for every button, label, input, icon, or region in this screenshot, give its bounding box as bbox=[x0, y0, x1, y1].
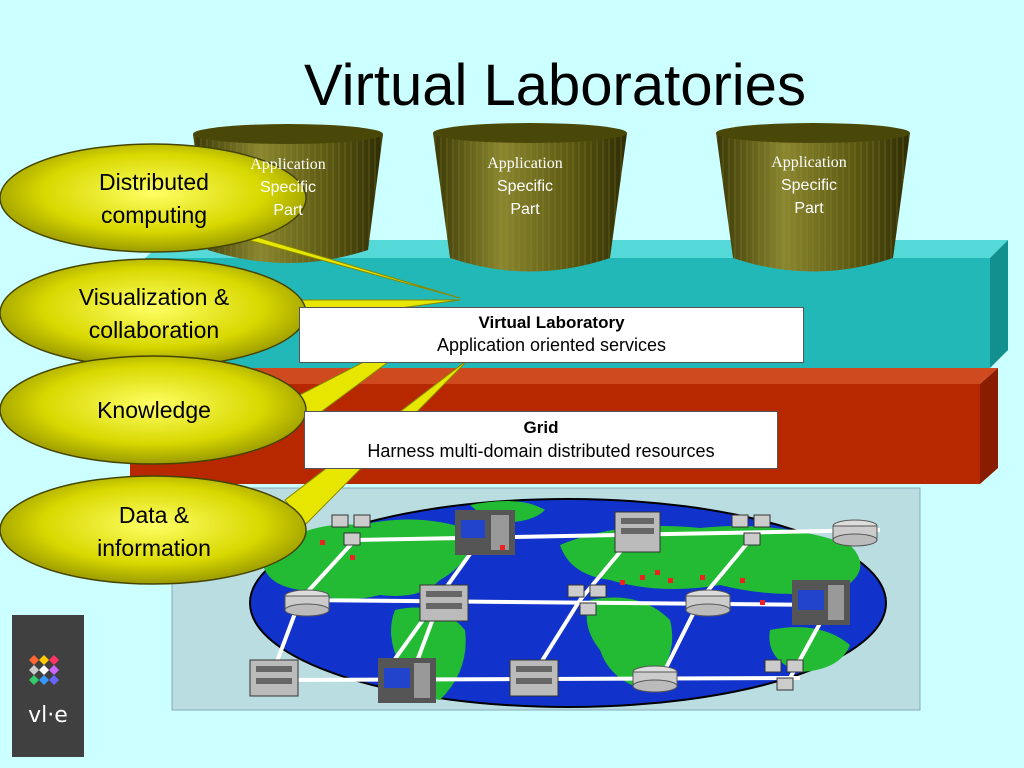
cylinder-3 bbox=[716, 123, 910, 272]
server-icon bbox=[509, 659, 559, 697]
oval-label-line: Knowledge bbox=[97, 397, 211, 423]
cylinder-label-line: Specific bbox=[259, 179, 317, 196]
cylinder-2 bbox=[433, 123, 627, 272]
cylinder-label-line: Application bbox=[771, 154, 847, 171]
virtual-lab-subtitle: Application oriented services bbox=[436, 335, 667, 355]
server-icon bbox=[614, 511, 661, 553]
workstation-icon bbox=[792, 580, 850, 625]
workstation-icon bbox=[378, 658, 436, 703]
logo-text: vl·e bbox=[28, 703, 68, 728]
storage-icon bbox=[632, 665, 678, 693]
cylinder-label-line: Part bbox=[510, 201, 540, 218]
cylinder-label-line: Specific bbox=[496, 178, 554, 195]
pc-cluster-icon bbox=[731, 514, 771, 546]
oval-label-visualization: Visualization & collaboration bbox=[54, 281, 254, 347]
network-nodes bbox=[249, 510, 878, 703]
activity-dots bbox=[320, 540, 765, 605]
pc-cluster-icon bbox=[567, 584, 607, 616]
cylinder-label-line: Specific bbox=[780, 177, 838, 194]
oval-distributed-computing bbox=[0, 143, 307, 253]
cylinder-label-line: Part bbox=[273, 202, 303, 219]
storage-icon bbox=[284, 589, 330, 617]
oval-label-line: collaboration bbox=[88, 317, 220, 343]
oval-label-line: computing bbox=[100, 202, 208, 228]
storage-icon bbox=[685, 589, 731, 617]
oval-label-distributed-computing: Distributed computing bbox=[54, 166, 254, 232]
vle-logo: vl·e bbox=[12, 615, 84, 757]
oval-label-data-information: Data & information bbox=[54, 499, 254, 565]
cylinder-label-line: Application bbox=[487, 155, 563, 172]
grid-subtitle: Harness multi-domain distributed resourc… bbox=[367, 441, 715, 461]
storage-icon bbox=[832, 519, 878, 547]
pc-cluster-icon bbox=[331, 514, 371, 546]
page-title: Virtual Laboratories bbox=[304, 53, 806, 118]
pc-cluster-icon bbox=[764, 659, 804, 691]
grid-globe-panel bbox=[171, 487, 921, 711]
oval-label-line: Data & bbox=[118, 502, 190, 528]
grid-title: Grid bbox=[523, 418, 559, 437]
oval-label-knowledge: Knowledge bbox=[54, 394, 254, 427]
cylinder-label-line: Application bbox=[250, 156, 326, 173]
server-icon bbox=[419, 584, 469, 622]
oval-data-information bbox=[0, 475, 307, 585]
oval-label-line: Distributed bbox=[99, 169, 209, 195]
oval-label-line: Visualization & bbox=[78, 284, 230, 310]
oval-label-line: information bbox=[97, 535, 211, 561]
cylinder-label-2: Application Specific Part bbox=[465, 152, 585, 221]
virtual-lab-title: Virtual Laboratory bbox=[478, 313, 625, 332]
cylinder-label-3: Application Specific Part bbox=[749, 151, 869, 220]
cylinder-label-line: Part bbox=[794, 200, 824, 217]
server-icon bbox=[455, 510, 515, 555]
cylinder-label-1: Application Specific Part bbox=[228, 153, 348, 222]
callout-ovals bbox=[0, 143, 307, 585]
logo-mark-icon bbox=[29, 655, 59, 685]
server-icon bbox=[249, 659, 299, 697]
virtual-lab-label-box: Virtual Laboratory Application oriented … bbox=[299, 307, 804, 363]
oval-knowledge bbox=[0, 355, 307, 465]
grid-label-box: Grid Harness multi-domain distributed re… bbox=[304, 411, 778, 469]
